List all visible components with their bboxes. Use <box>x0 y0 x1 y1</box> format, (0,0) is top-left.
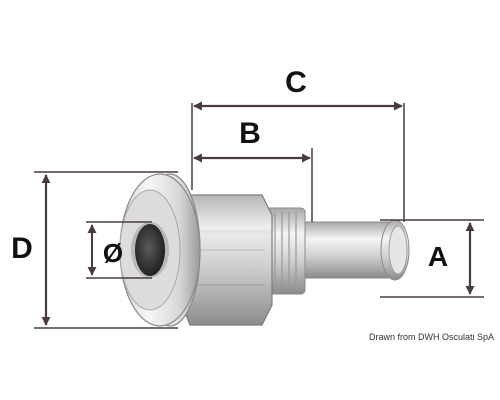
flange-head <box>119 173 201 327</box>
credit-text: Drawn from DWH Osculati SpA <box>368 332 494 342</box>
dimension-d-label: D <box>11 232 33 265</box>
dimension-c-label: C <box>285 66 307 99</box>
hose-tail <box>299 219 410 281</box>
bore-opening <box>135 224 165 276</box>
hex-nut <box>181 194 273 326</box>
dimension-b-label: B <box>239 117 261 150</box>
fitting-body <box>119 173 410 327</box>
dimension-diameter-label: Ø <box>103 238 123 268</box>
dimension-lines <box>34 101 484 329</box>
dimension-a-label: A <box>428 241 448 272</box>
